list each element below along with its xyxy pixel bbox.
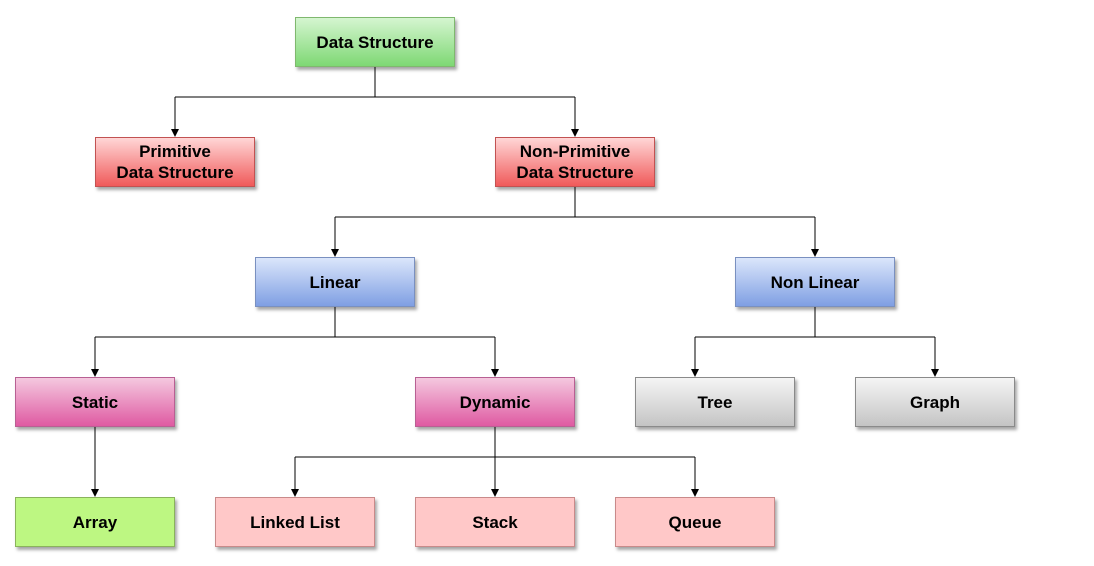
node-linear: Linear: [255, 257, 415, 307]
node-stack: Stack: [415, 497, 575, 547]
node-non-linear: Non Linear: [735, 257, 895, 307]
node-data-structure: Data Structure: [295, 17, 455, 67]
node-non-primitive-data-structure: Non-Primitive Data Structure: [495, 137, 655, 187]
node-primitive-data-structure: Primitive Data Structure: [95, 137, 255, 187]
node-linked-list: Linked List: [215, 497, 375, 547]
node-graph: Graph: [855, 377, 1015, 427]
node-dynamic: Dynamic: [415, 377, 575, 427]
node-static: Static: [15, 377, 175, 427]
node-tree: Tree: [635, 377, 795, 427]
node-queue: Queue: [615, 497, 775, 547]
node-array: Array: [15, 497, 175, 547]
